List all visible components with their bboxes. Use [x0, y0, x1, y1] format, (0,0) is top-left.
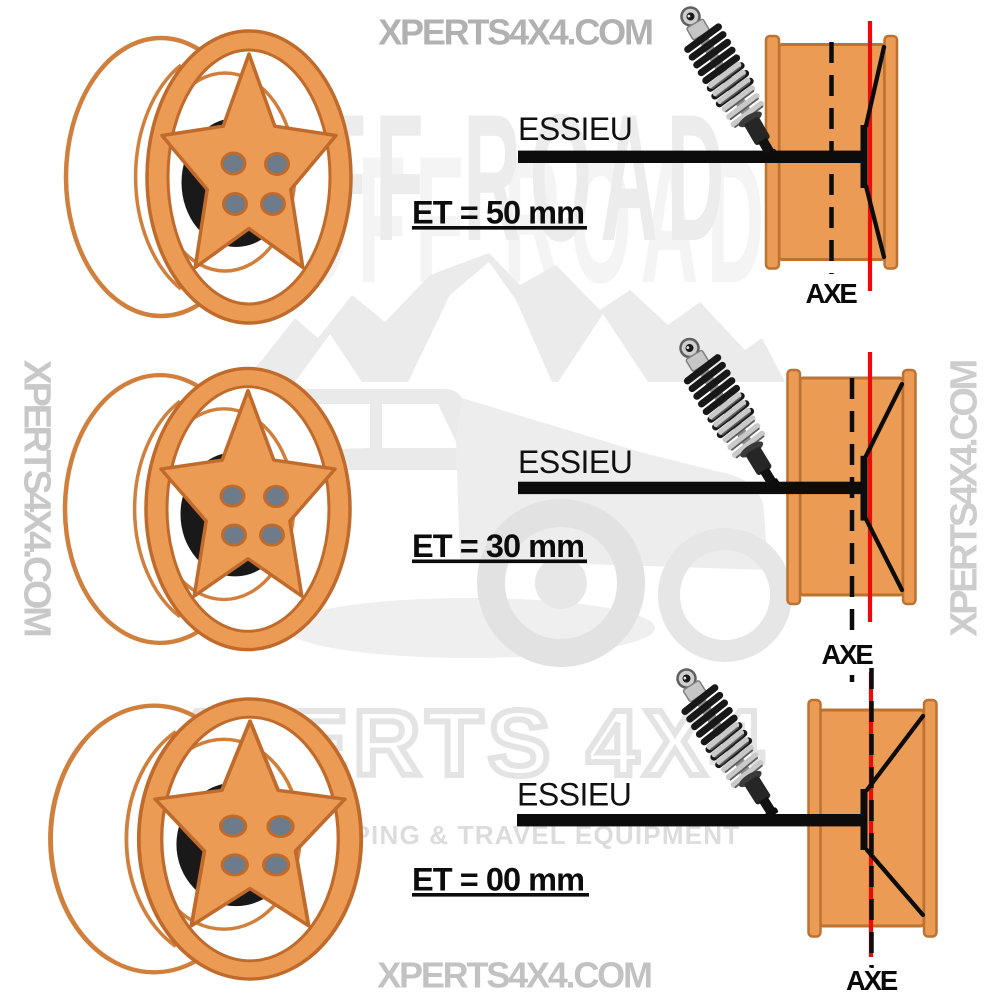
svg-text:ESSIEU: ESSIEU — [517, 777, 631, 813]
svg-text:ET = 00 mm: ET = 00 mm — [412, 862, 584, 898]
svg-text:AXE: AXE — [846, 965, 898, 996]
svg-text:AXE: AXE — [806, 278, 858, 309]
svg-text:XPERTS4X4.COM: XPERTS4X4.COM — [377, 955, 651, 996]
svg-text:ET = 50 mm: ET = 50 mm — [412, 195, 584, 231]
svg-text:XPERTS4X4.COM: XPERTS4X4.COM — [16, 360, 58, 636]
svg-text:ESSIEU: ESSIEU — [518, 111, 632, 147]
svg-text:XPERTS4X4.COM: XPERTS4X4.COM — [378, 12, 652, 53]
svg-text:ESSIEU: ESSIEU — [518, 444, 632, 480]
svg-text:ET = 30 mm: ET = 30 mm — [412, 528, 584, 564]
svg-text:AXE: AXE — [822, 639, 874, 670]
svg-text:XPERTS4X4.COM: XPERTS4X4.COM — [944, 360, 986, 636]
